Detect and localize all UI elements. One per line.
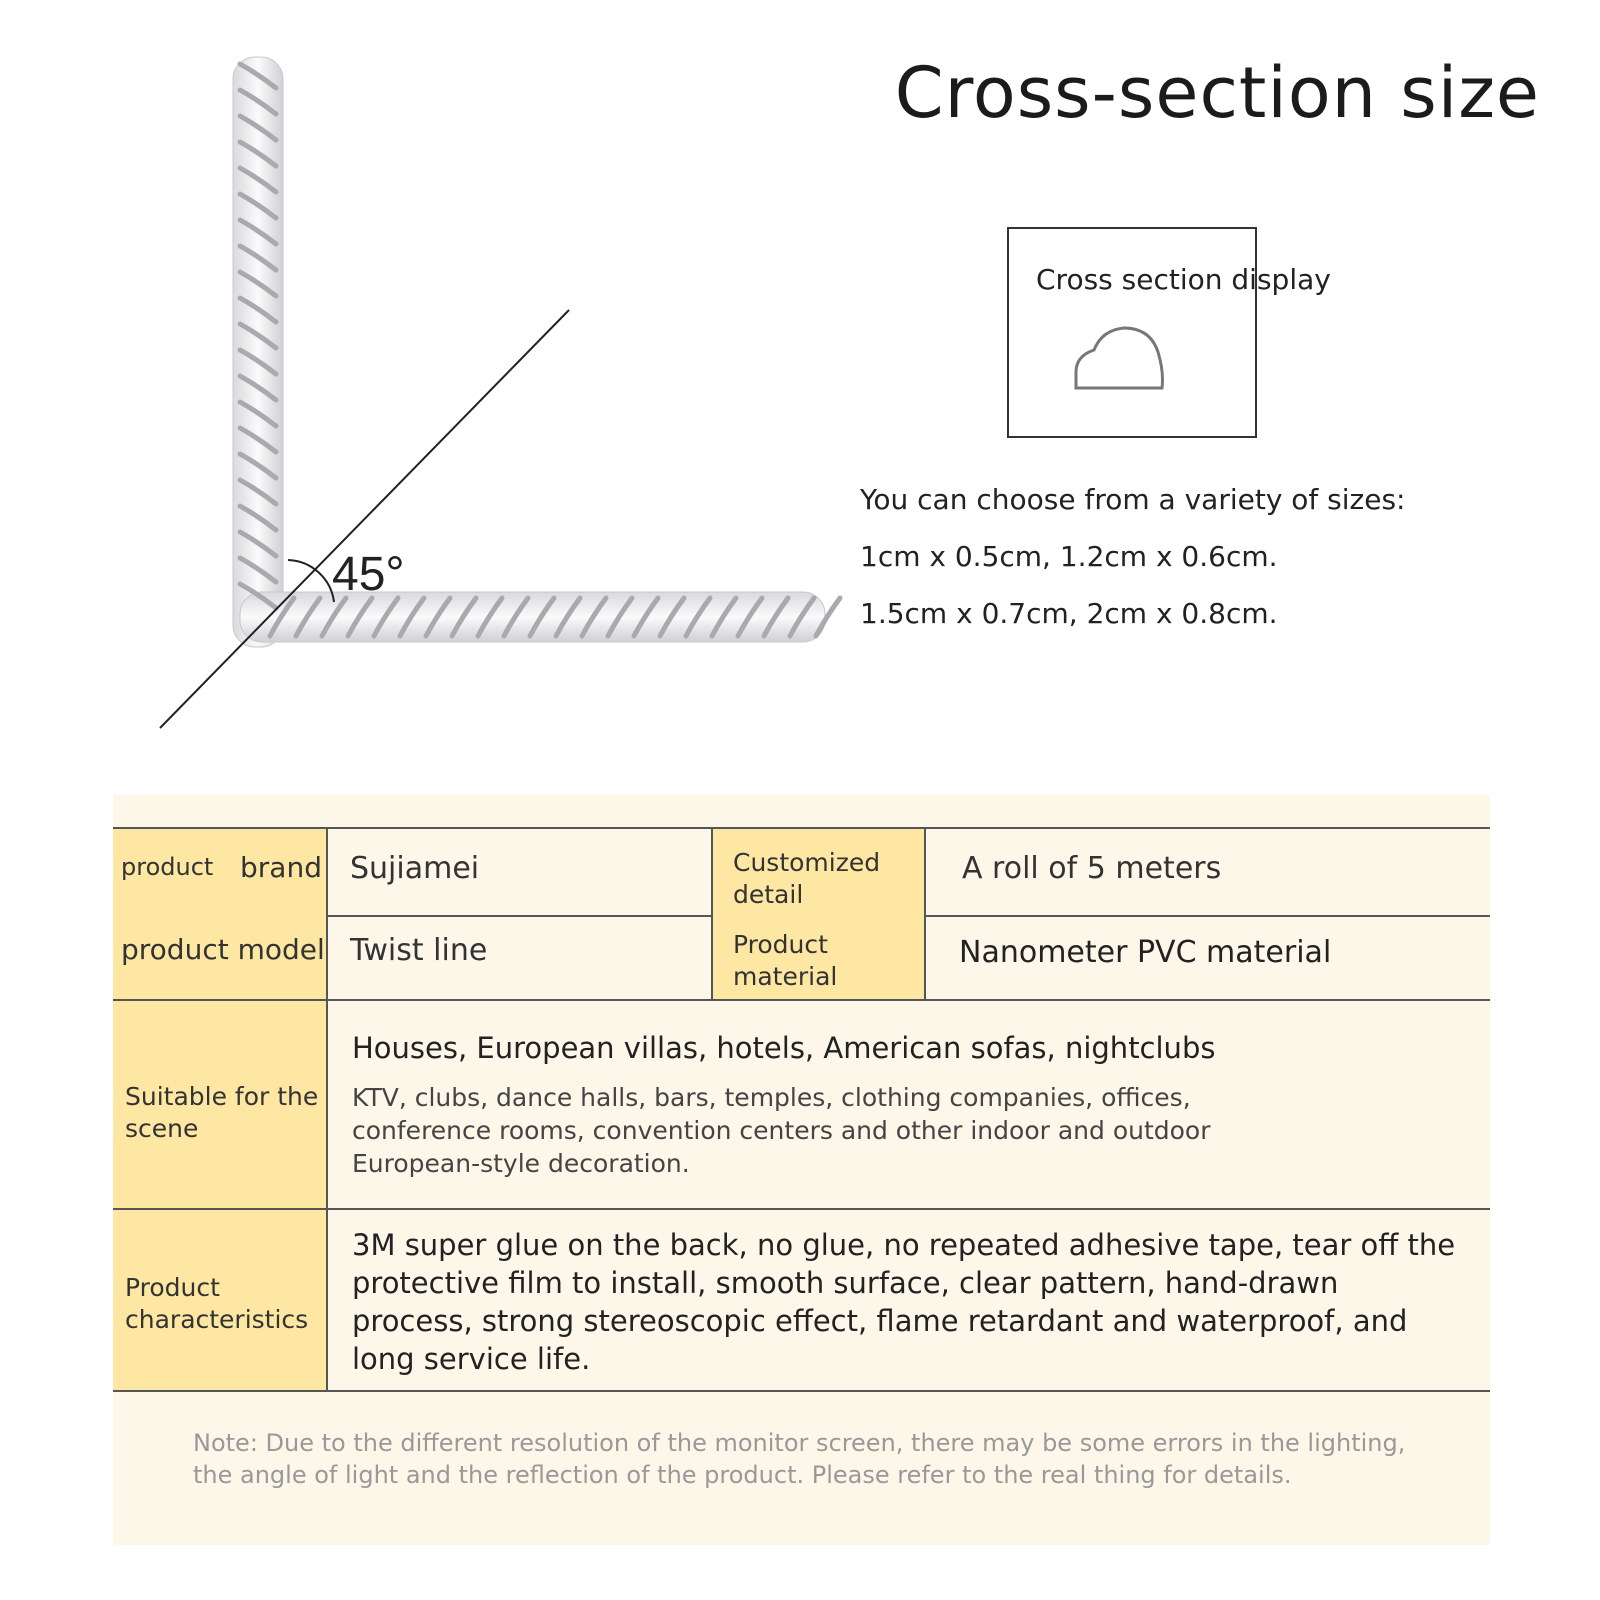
model-label: product model xyxy=(121,933,325,966)
brand-value: Sujiamei xyxy=(350,851,480,886)
sizes-intro: You can choose from a variety of sizes: xyxy=(860,483,1406,516)
scene-main: Houses, European villas, hotels, America… xyxy=(352,1031,1216,1065)
rope-twist-strand xyxy=(293,595,323,639)
rope-twist-strand xyxy=(423,595,453,639)
material-value-cell: Nanometer PVC material xyxy=(926,915,1490,999)
rope-twist-strand xyxy=(237,555,279,585)
rope-twist-strand xyxy=(319,595,349,639)
material-label: Product material xyxy=(733,930,838,991)
rope-twist-strand xyxy=(787,595,817,639)
rope-twist-strand xyxy=(553,595,583,639)
rope-twist-strand xyxy=(237,165,279,195)
table-row-model: product model Twist line Product materia… xyxy=(113,915,1490,1001)
spec-panel: product brand Sujiamei Customized detail… xyxy=(113,795,1490,1545)
rope-twist-strand xyxy=(371,595,401,639)
rope-twist-strand xyxy=(237,269,279,299)
rope-twist-strand xyxy=(237,581,279,611)
rope-twist-strand xyxy=(237,243,279,273)
cross-section-profile-icon xyxy=(1074,326,1164,390)
rope-horizontal-twists xyxy=(267,595,843,639)
table-row-brand: product brand Sujiamei Customized detail… xyxy=(113,827,1490,917)
model-label-cell: product model xyxy=(113,915,328,999)
rope-twist-strand xyxy=(237,425,279,455)
rope-twist-strand xyxy=(735,595,765,639)
table-row-characteristics: Product characteristics 3M super glue on… xyxy=(113,1210,1490,1392)
rope-twist-strand xyxy=(683,595,713,639)
rope-twist-strand xyxy=(605,595,635,639)
rope-twist-strand xyxy=(237,321,279,351)
scene-value-cell: Houses, European villas, hotels, America… xyxy=(328,1001,1490,1208)
rope-twist-strand xyxy=(237,347,279,377)
rope-twist-strand xyxy=(761,595,791,639)
rope-twist-strand xyxy=(475,595,505,639)
twist-rope-corner-illustration: 45° xyxy=(159,56,843,729)
brand-value-cell: Sujiamei xyxy=(328,829,713,915)
page-title: Cross-section size xyxy=(894,52,1540,134)
rope-twist-strand xyxy=(267,595,297,639)
angle-label: 45° xyxy=(332,548,405,601)
rope-twist-strand xyxy=(709,595,739,639)
custom-value: A roll of 5 meters xyxy=(962,851,1222,886)
rope-twist-strand xyxy=(237,217,279,247)
model-value: Twist line xyxy=(350,933,488,968)
rope-twist-strand xyxy=(237,529,279,559)
rope-twist-strand xyxy=(501,595,531,639)
brand-label-part-1: product xyxy=(121,853,214,881)
model-value-cell: Twist line xyxy=(328,915,713,999)
sizes-line-2: 1.5cm x 0.7cm, 2cm x 0.8cm. xyxy=(860,597,1278,630)
rope-twist-strand xyxy=(237,451,279,481)
custom-label-cell: Customized detail xyxy=(713,829,926,915)
rope-twist-strand xyxy=(579,595,609,639)
material-label-cell: Product material xyxy=(713,915,926,999)
rope-twist-strand xyxy=(237,191,279,221)
diagonal-cut-line xyxy=(159,309,570,729)
char-value: 3M super glue on the back, no glue, no r… xyxy=(352,1228,1456,1376)
rope-twist-strand xyxy=(631,595,661,639)
angle-arc xyxy=(287,559,335,603)
rope-twist-strand xyxy=(237,61,279,91)
scene-label: Suitable for the scene xyxy=(125,1082,319,1143)
sizes-line-1: 1cm x 0.5cm, 1.2cm x 0.6cm. xyxy=(860,540,1278,573)
rope-twist-strand xyxy=(345,595,375,639)
material-value: Nanometer PVC material xyxy=(959,935,1332,970)
disclaimer-note: Note: Due to the different resolution of… xyxy=(193,1429,1406,1489)
rope-twist-strand xyxy=(237,373,279,403)
rope-twist-strand xyxy=(397,595,427,639)
rope-twist-strand xyxy=(813,595,843,639)
cross-section-label: Cross section display xyxy=(1036,263,1331,296)
rope-twist-strand xyxy=(237,139,279,169)
scene-label-cell: Suitable for the scene xyxy=(113,1001,328,1208)
rope-twist-strand xyxy=(657,595,687,639)
rope-twist-strand xyxy=(237,295,279,325)
table-row-scene: Suitable for the scene Houses, European … xyxy=(113,1001,1490,1210)
scene-detail: KTV, clubs, dance halls, bars, temples, … xyxy=(352,1083,1211,1178)
size-options: You can choose from a variety of sizes: … xyxy=(860,480,1406,651)
cross-section-frame xyxy=(1007,227,1257,438)
char-label-cell: Product characteristics xyxy=(113,1210,328,1390)
rope-twist-strand xyxy=(237,113,279,143)
rope-vertical-twists xyxy=(237,61,279,611)
brand-label-part-2: brand xyxy=(240,851,322,884)
char-label: Product characteristics xyxy=(125,1273,309,1334)
rope-twist-strand xyxy=(237,399,279,429)
rope-twist-strand xyxy=(237,87,279,117)
rope-twist-strand xyxy=(237,503,279,533)
rope-twist-strand xyxy=(449,595,479,639)
brand-label-cell: product brand xyxy=(113,829,328,915)
rope-twist-strand xyxy=(527,595,557,639)
rope-twist-strand xyxy=(237,477,279,507)
custom-label: Customized detail xyxy=(733,848,881,909)
char-value-cell: 3M super glue on the back, no glue, no r… xyxy=(328,1210,1490,1390)
custom-value-cell: A roll of 5 meters xyxy=(926,829,1490,915)
